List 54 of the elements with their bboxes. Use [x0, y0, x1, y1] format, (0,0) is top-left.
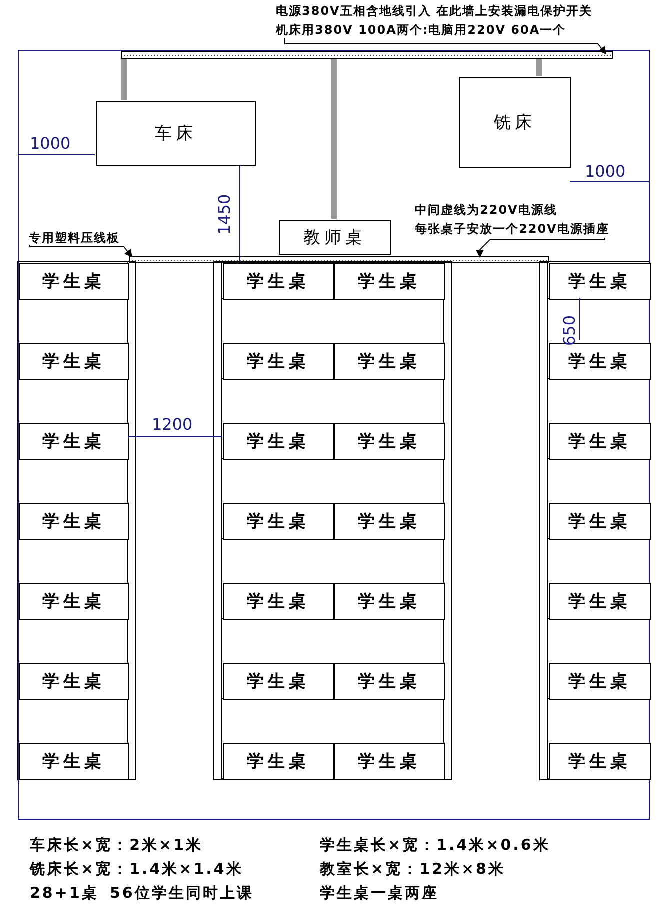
- student-desk: 学生桌: [19, 743, 129, 780]
- student-desk: 学生桌: [334, 743, 445, 780]
- student-desk: 学生桌: [549, 743, 651, 780]
- student-desk: 学生桌: [334, 583, 445, 620]
- dimension-label: 1000: [30, 134, 71, 153]
- student-desk: 学生桌: [223, 343, 334, 380]
- note-text: 28+1桌: [30, 884, 99, 903]
- student-desk: 学生桌: [334, 423, 445, 460]
- dimension-label: 650: [560, 315, 579, 346]
- student-desk: 学生桌: [223, 503, 334, 540]
- student-desk: 学生桌: [19, 503, 129, 540]
- student-desk: 学生桌: [223, 263, 334, 300]
- annotation-text: 中间虚线为220V电源线 每张桌子安放一个220V电源插座: [415, 201, 635, 239]
- annotation-text: 电源380V五相含地线引入 在此墙上安装漏电保护开关 机床用380V 100A两个:电脑用220V 60A一个: [276, 2, 661, 38]
- note-text: 56位学生同时上课: [110, 884, 254, 903]
- leader-line: [284, 38, 607, 55]
- note-text: 学生桌一桌两座: [320, 884, 439, 903]
- student-desk: 学生桌: [549, 503, 651, 540]
- cable-duct-connector: [121, 58, 127, 100]
- leader-line: [476, 238, 606, 258]
- classroom-outline: [18, 50, 650, 820]
- student-desk: 学生桌: [549, 263, 651, 300]
- student-desk: 学生桌: [19, 583, 129, 620]
- student-desk: 学生桌: [223, 663, 334, 700]
- student-desk: 学生桌: [334, 263, 445, 300]
- cable-duct-connector: [536, 58, 542, 76]
- teacher-desk: 教师桌: [279, 220, 391, 255]
- cable-duct: [129, 256, 549, 263]
- student-desk: 学生桌: [549, 423, 651, 460]
- dimension-label: 1200: [152, 415, 193, 434]
- note-text: 教室长×宽：12米×8米: [320, 860, 506, 879]
- note-text: 学生桌长×宽：1.4米×0.6米: [320, 836, 550, 855]
- machine-box: 铣床: [459, 77, 571, 168]
- student-desk: 学生桌: [223, 743, 334, 780]
- student-desk: 学生桌: [19, 663, 129, 700]
- student-desk: 学生桌: [334, 343, 445, 380]
- note-text: 车床长×宽：2米×1米: [30, 836, 204, 855]
- cable-duct-connector: [331, 58, 337, 219]
- dimension-label: 1000: [585, 162, 626, 181]
- annotation-text: 专用塑料压线板: [29, 229, 149, 246]
- note-text: 铣床长×宽：1.4米×1.4米: [30, 860, 244, 879]
- cable-duct: [121, 51, 613, 59]
- student-desk: 学生桌: [549, 583, 651, 620]
- student-desk: 学生桌: [334, 663, 445, 700]
- machine-box: 车床: [96, 101, 256, 166]
- student-desk: 学生桌: [19, 343, 129, 380]
- student-desk: 学生桌: [19, 263, 129, 300]
- student-desk: 学生桌: [549, 663, 651, 700]
- student-desk: 学生桌: [223, 423, 334, 460]
- student-desk: 学生桌: [19, 423, 129, 460]
- leader-line: [30, 244, 133, 258]
- student-desk: 学生桌: [223, 583, 334, 620]
- dimension-label: 1450: [215, 194, 234, 235]
- student-desk: 学生桌: [334, 503, 445, 540]
